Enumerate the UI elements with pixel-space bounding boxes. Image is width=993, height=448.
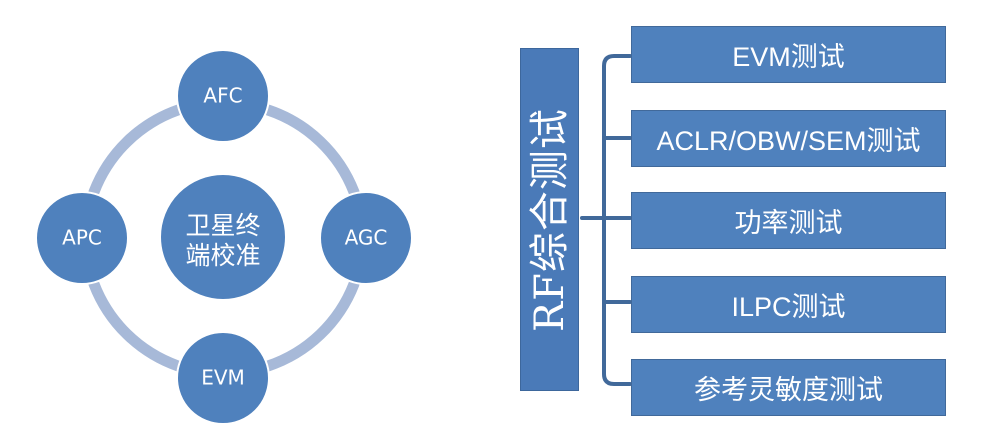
center-node-line2: 端校准 bbox=[185, 241, 260, 270]
node-apc: APC bbox=[35, 191, 129, 285]
ring-arc-right-bottom bbox=[262, 278, 360, 372]
test-box-ilpc: ILPC测试 bbox=[631, 276, 946, 333]
node-apc-label: APC bbox=[62, 226, 102, 250]
cycle-ring bbox=[88, 104, 360, 372]
node-evm-label: EVM bbox=[201, 366, 245, 390]
node-afc-label: AFC bbox=[203, 84, 242, 108]
node-agc-label: AGC bbox=[345, 226, 388, 250]
node-agc: AGC bbox=[319, 191, 413, 285]
test-box-evm: EVM测试 bbox=[631, 26, 946, 83]
node-evm: EVM bbox=[176, 331, 270, 425]
ring-arc-left-top bbox=[88, 104, 184, 198]
rf-title-box: RF综合测试 bbox=[520, 48, 579, 391]
test-box-power: 功率测试 bbox=[631, 192, 946, 249]
center-node-line1: 卫星终 bbox=[185, 211, 260, 240]
test-box-aclr-obw-sem: ACLR/OBW/SEM测试 bbox=[631, 110, 946, 167]
node-afc: AFC bbox=[176, 49, 270, 143]
tree-bracket bbox=[580, 54, 632, 386]
test-box-ref-sensitivity: 参考灵敏度测试 bbox=[631, 359, 946, 416]
rf-title-text: RF综合测试 bbox=[526, 107, 573, 332]
ring-arc-bottom-left bbox=[88, 278, 184, 372]
center-node: 卫星终 端校准 bbox=[159, 173, 287, 301]
calibration-cycle-diagram: 卫星终 端校准 AFC AGC EVM APC bbox=[35, 49, 413, 425]
ring-arc-top-right bbox=[262, 104, 360, 198]
